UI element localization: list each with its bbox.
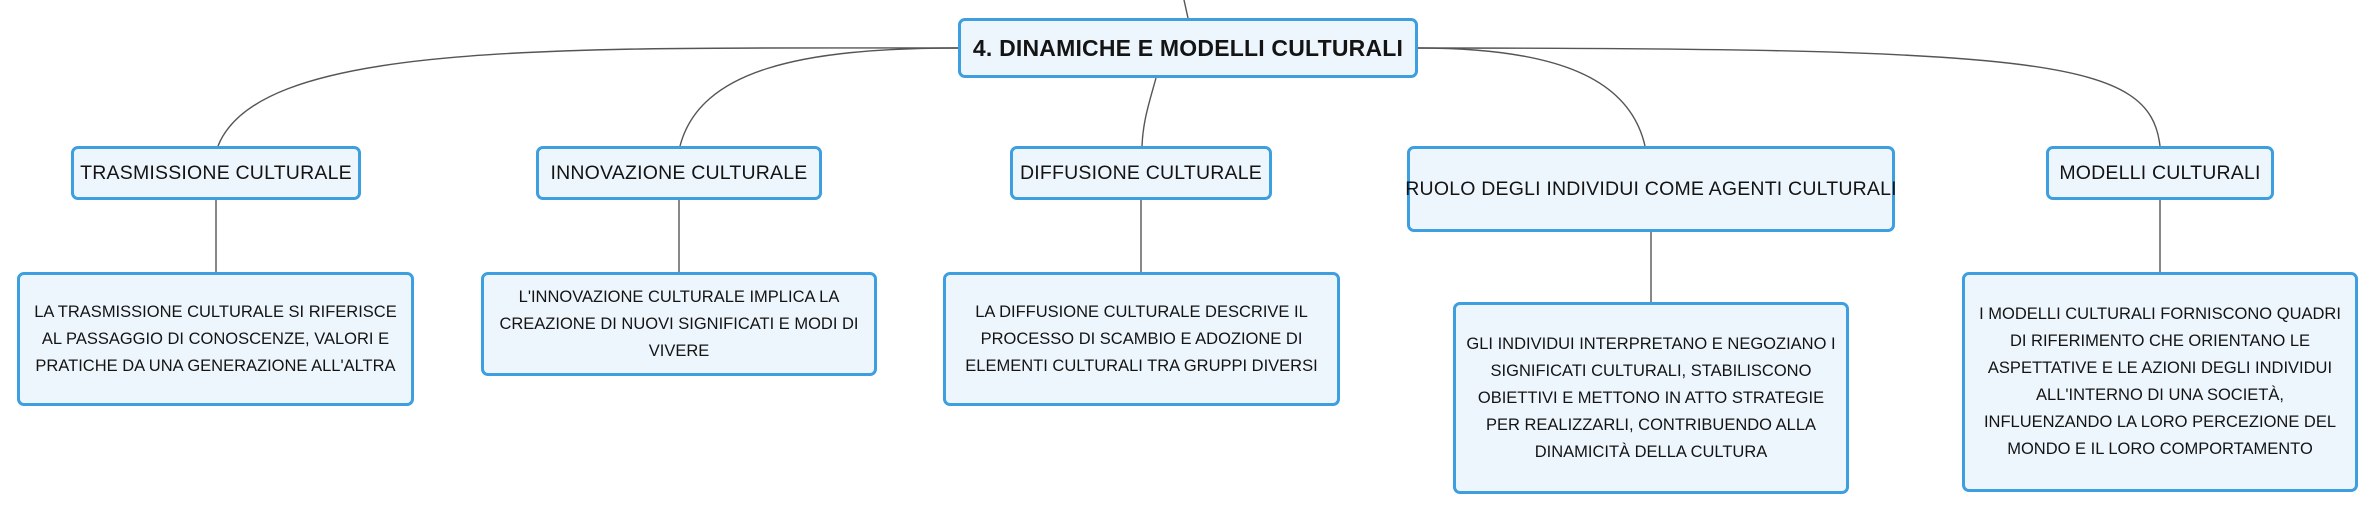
topic-diffusione-culturale[interactable]: DIFFUSIONE CULTURALE xyxy=(1010,146,1272,200)
parent-connector xyxy=(1183,0,1189,19)
topic-label: INNOVAZIONE CULTURALE xyxy=(550,161,808,184)
detail-modelli-culturali[interactable]: I MODELLI CULTURALI FORNISCONO QUADRI DI… xyxy=(1962,272,2358,492)
detail-text: LA TRASMISSIONE CULTURALE SI RIFERISCE A… xyxy=(34,302,397,375)
connector-root-trasmissione xyxy=(217,47,959,147)
connector-root-diffusione xyxy=(1141,77,1157,147)
topic-label: RUOLO DEGLI INDIVIDUI COME AGENTI CULTUR… xyxy=(1405,177,1897,200)
connector-root-modelli xyxy=(1417,47,2161,147)
detail-trasmissione-culturale[interactable]: LA TRASMISSIONE CULTURALE SI RIFERISCE A… xyxy=(17,272,414,406)
detail-ruolo-individui[interactable]: GLI INDIVIDUI INTERPRETANO E NEGOZIANO I… xyxy=(1453,302,1849,494)
detail-innovazione-culturale[interactable]: L'INNOVAZIONE CULTURALE IMPLICA LA CREAZ… xyxy=(481,272,877,376)
detail-text: LA DIFFUSIONE CULTURALE DESCRIVE IL PROC… xyxy=(965,302,1318,375)
topic-innovazione-culturale[interactable]: INNOVAZIONE CULTURALE xyxy=(536,146,822,200)
topic-label: DIFFUSIONE CULTURALE xyxy=(1020,161,1262,184)
detail-text: GLI INDIVIDUI INTERPRETANO E NEGOZIANO I… xyxy=(1466,334,1836,461)
root-node[interactable]: 4. DINAMICHE E MODELLI CULTURALI xyxy=(958,18,1418,78)
topic-modelli-culturali[interactable]: MODELLI CULTURALI xyxy=(2046,146,2274,200)
topic-label: MODELLI CULTURALI xyxy=(2059,161,2261,184)
detail-text: L'INNOVAZIONE CULTURALE IMPLICA LA CREAZ… xyxy=(499,287,859,360)
topic-ruolo-individui[interactable]: RUOLO DEGLI INDIVIDUI COME AGENTI CULTUR… xyxy=(1405,146,1897,232)
root-label: 4. DINAMICHE E MODELLI CULTURALI xyxy=(972,34,1404,61)
connector-root-innovazione xyxy=(679,47,959,147)
detail-text: I MODELLI CULTURALI FORNISCONO QUADRI DI… xyxy=(1979,305,2341,458)
topic-label: TRASMISSIONE CULTURALE xyxy=(80,161,352,184)
topic-trasmissione-culturale[interactable]: TRASMISSIONE CULTURALE xyxy=(71,146,361,200)
connector-root-ruolo xyxy=(1417,47,1646,147)
detail-diffusione-culturale[interactable]: LA DIFFUSIONE CULTURALE DESCRIVE IL PROC… xyxy=(943,272,1340,406)
